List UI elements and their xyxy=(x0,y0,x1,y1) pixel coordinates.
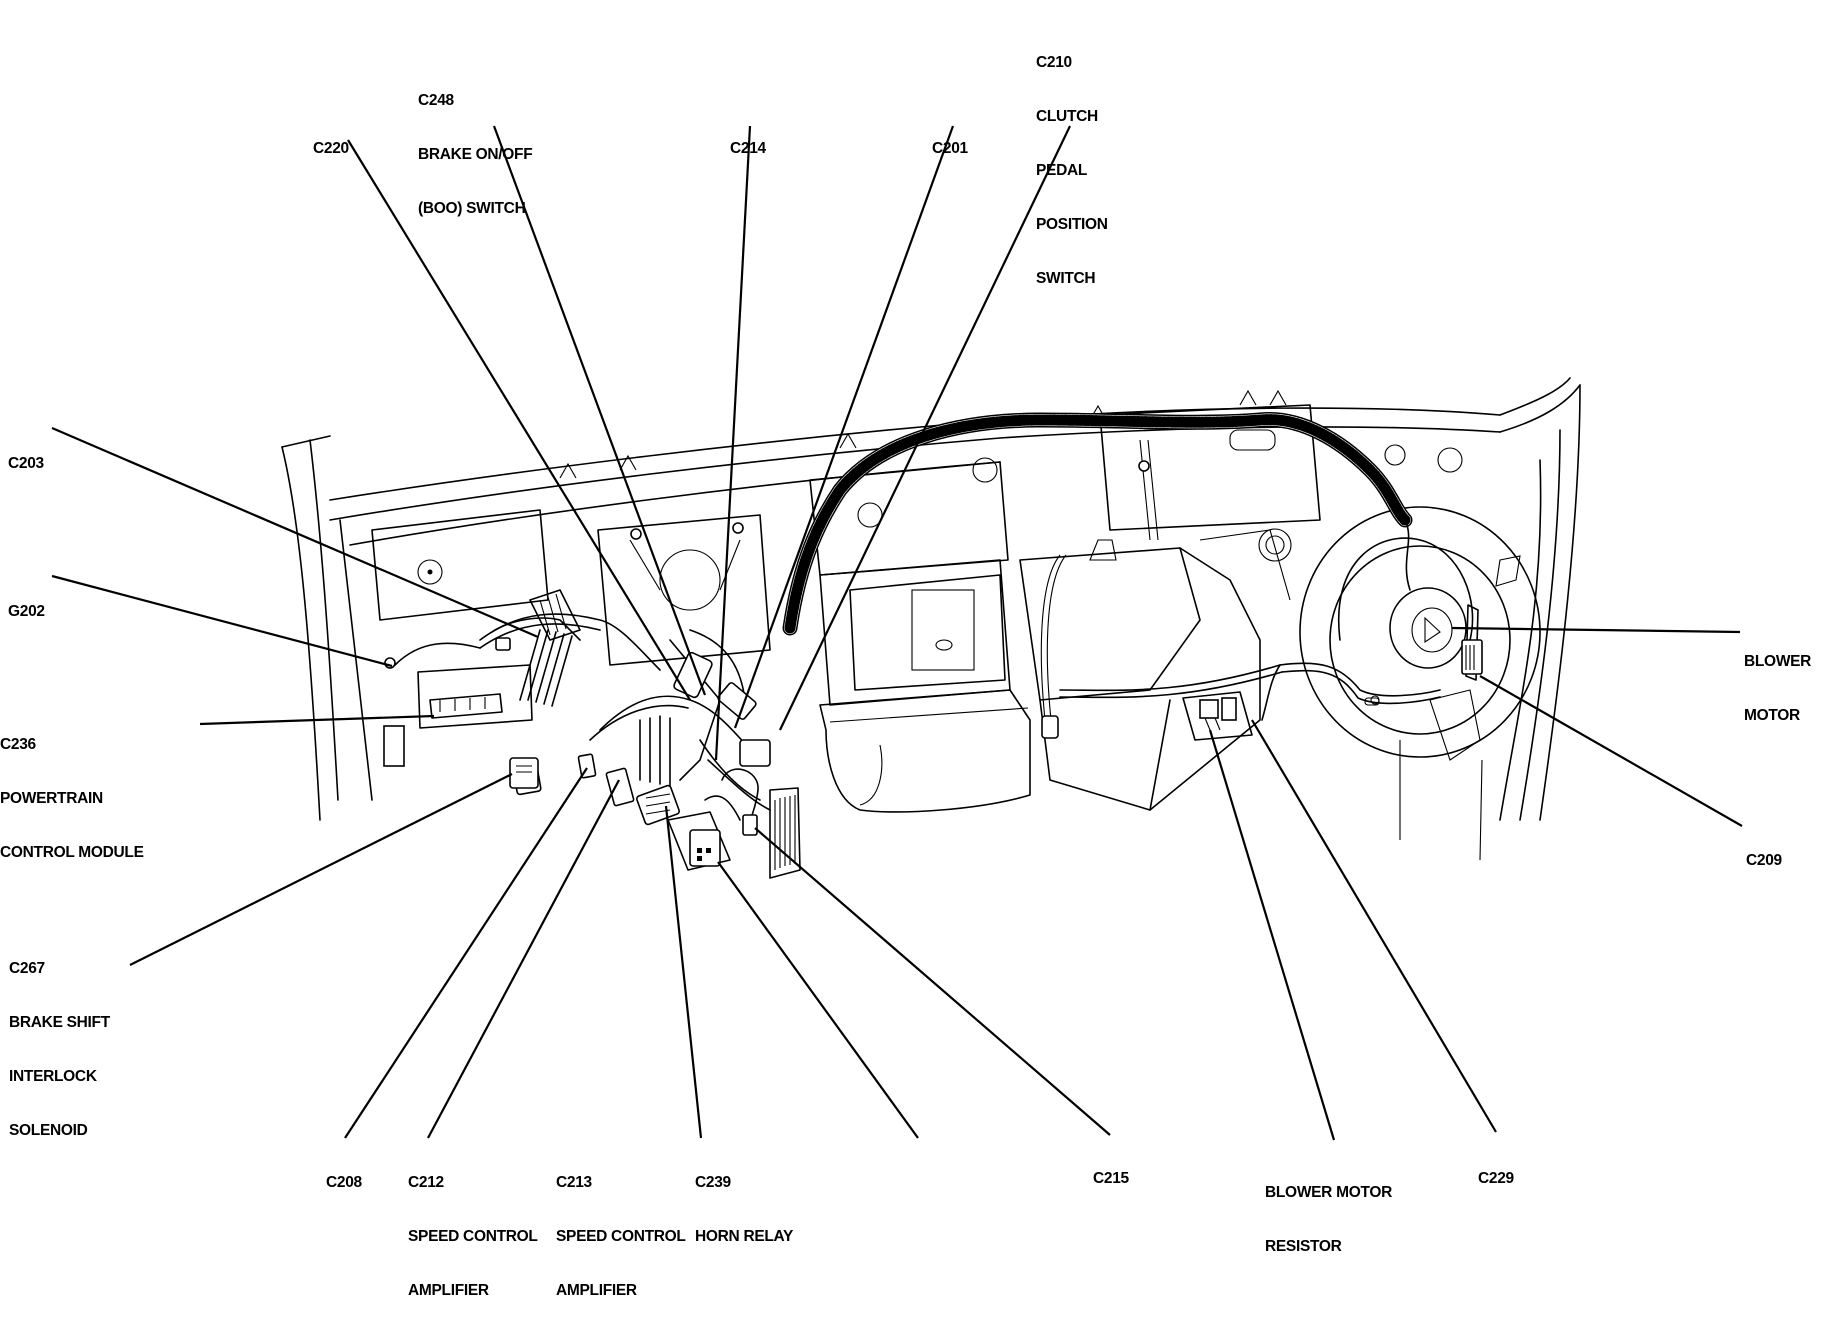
label-line: INTERLOCK xyxy=(9,1068,97,1085)
leader-blower-motor xyxy=(1451,626,1741,634)
label-line: POSITION xyxy=(1036,216,1108,233)
label-line: CONTROL MODULE xyxy=(0,844,144,861)
label-c236-powertrain-control-module: C236 POWERTRAIN CONTROL MODULE xyxy=(0,700,144,880)
label-c201: C201 xyxy=(932,104,968,176)
label-line: CLUTCH xyxy=(1036,108,1098,125)
leader-lines xyxy=(51,125,1743,1141)
label-line: MOTOR xyxy=(1744,707,1800,724)
label-line: C239 xyxy=(695,1174,731,1191)
label-line: BRAKE SHIFT xyxy=(9,1014,110,1031)
label-line: SOLENOID xyxy=(9,1122,88,1139)
component-diagram xyxy=(51,125,1743,1141)
leader-g202 xyxy=(51,574,393,668)
label-c210-clutch-pedal-position-switch: C210 CLUTCH PEDAL POSITION SWITCH xyxy=(1036,18,1108,306)
leader-c214 xyxy=(714,125,752,761)
leader-c213 xyxy=(664,805,703,1139)
label-c248-brake-on-off-switch: C248 BRAKE ON/OFF (BOO) SWITCH xyxy=(418,56,533,236)
leader-c210 xyxy=(779,125,1071,731)
label-line: AMPLIFIER xyxy=(556,1282,637,1299)
label-line: AMPLIFIER xyxy=(408,1282,489,1299)
label-line: G202 xyxy=(8,603,45,620)
leader-c208 xyxy=(344,767,588,1139)
label-line: C248 xyxy=(418,92,454,109)
instrument-panel-drawing xyxy=(281,377,1581,879)
label-c267-brake-shift-interlock-solenoid: C267 BRAKE SHIFT INTERLOCK SOLENOID xyxy=(9,924,110,1158)
label-c239-horn-relay: C239 HORN RELAY xyxy=(695,1138,793,1264)
leader-blower-motor-resistor xyxy=(1208,729,1336,1141)
label-line: C215 xyxy=(1093,1170,1129,1187)
label-line: SWITCH xyxy=(1036,270,1096,287)
label-line: BLOWER xyxy=(1744,653,1812,670)
leader-c236 xyxy=(199,714,435,726)
label-line: SPEED CONTROL xyxy=(408,1228,538,1245)
label-line: C229 xyxy=(1478,1170,1514,1187)
label-line: C214 xyxy=(730,140,766,157)
label-line: C201 xyxy=(932,140,968,157)
label-c208: C208 xyxy=(326,1138,362,1210)
label-line: RESISTOR xyxy=(1265,1238,1342,1255)
label-line: BLOWER MOTOR xyxy=(1265,1184,1392,1201)
label-blower-motor-resistor: BLOWER MOTOR RESISTOR xyxy=(1265,1148,1392,1274)
label-c213-speed-control-amplifier: C213 SPEED CONTROL AMPLIFIER xyxy=(556,1138,686,1318)
label-line: SPEED CONTROL xyxy=(556,1228,686,1245)
leader-c215 xyxy=(754,827,1111,1136)
label-line: C212 xyxy=(408,1174,444,1191)
label-g202: G202 xyxy=(8,567,45,639)
label-c229: C229 xyxy=(1478,1134,1514,1206)
label-line: PEDAL xyxy=(1036,162,1088,179)
label-line: C209 xyxy=(1746,852,1782,869)
leader-c239 xyxy=(717,861,919,1139)
label-line: C267 xyxy=(9,960,45,977)
label-line: C220 xyxy=(313,140,349,157)
label-line: C236 xyxy=(0,736,36,753)
leader-c209 xyxy=(1479,675,1743,827)
leader-c267 xyxy=(129,773,513,966)
label-c209: C209 xyxy=(1746,816,1782,888)
label-line: (BOO) SWITCH xyxy=(418,200,526,217)
label-line: POWERTRAIN xyxy=(0,790,103,807)
label-c212-speed-control-amplifier: C212 SPEED CONTROL AMPLIFIER xyxy=(408,1138,538,1318)
leader-c201 xyxy=(733,125,955,729)
leader-c248 xyxy=(492,125,707,696)
leader-c212 xyxy=(427,779,620,1139)
label-c203: C203 xyxy=(8,419,44,491)
label-line: C213 xyxy=(556,1174,592,1191)
label-c220: C220 xyxy=(313,104,349,176)
leader-c220 xyxy=(347,139,691,701)
label-line: C210 xyxy=(1036,54,1072,71)
label-line: BRAKE ON/OFF xyxy=(418,146,533,163)
label-line: C203 xyxy=(8,455,44,472)
leader-c203 xyxy=(51,426,539,639)
label-blower-motor: BLOWER MOTOR xyxy=(1744,617,1811,743)
label-c215: C215 xyxy=(1093,1134,1129,1206)
leader-c229 xyxy=(1251,719,1497,1133)
label-line: C208 xyxy=(326,1174,362,1191)
label-line: HORN RELAY xyxy=(695,1228,794,1245)
label-c214: C214 xyxy=(730,104,766,176)
